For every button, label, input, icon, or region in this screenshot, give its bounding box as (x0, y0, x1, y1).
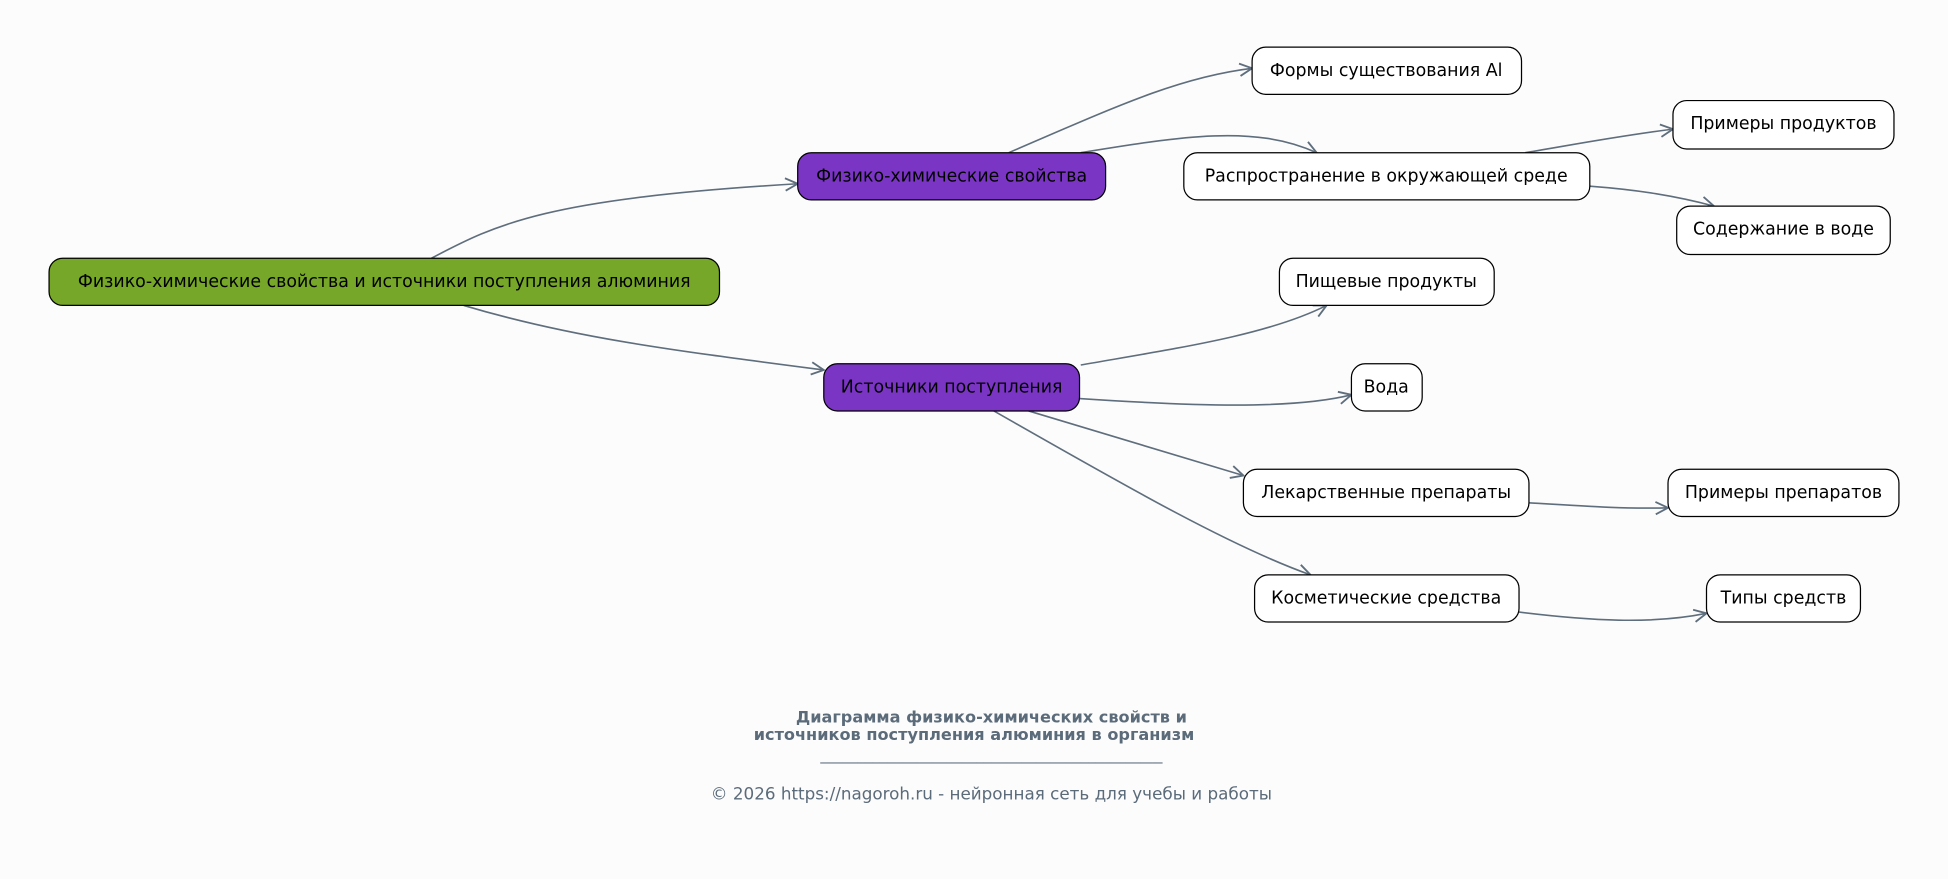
edge-root-sources (463, 304, 824, 370)
footer: Диаграмма физико-химических свойств и ис… (711, 708, 1272, 804)
node-cosmetic-types-label: Типы средств (1720, 588, 1847, 608)
node-sources[interactable]: Источники поступления (823, 363, 1081, 412)
edge-root-phys (431, 184, 797, 259)
footer-title-line1: Диаграмма физико-химических свойств и (796, 708, 1187, 727)
footer-copyright: © 2026 https://nagoroh.ru - нейронная се… (711, 784, 1272, 804)
node-water-label: Вода (1364, 377, 1409, 397)
node-root-label: Физико-химические свойства и источники п… (78, 272, 691, 292)
node-drugs-label: Лекарственные препараты (1261, 483, 1511, 503)
footer-title-line2: источников поступления алюминия в органи… (754, 725, 1195, 744)
node-forms-label: Формы существования Al (1270, 61, 1503, 81)
node-drug-examples[interactable]: Примеры препаратов (1667, 468, 1900, 518)
edge-sources-cosmetics (993, 410, 1311, 575)
edge-phys-forms (1008, 68, 1252, 154)
node-drugs[interactable]: Лекарственные препараты (1242, 468, 1530, 518)
node-product-examples[interactable]: Примеры продуктов (1672, 99, 1895, 150)
edge-sources-water (1079, 395, 1352, 406)
node-distribution-label: Распространение в окружающей среде (1205, 166, 1568, 186)
node-phys-properties[interactable]: Физико-химические свойства (797, 152, 1107, 201)
node-cosmetics[interactable]: Косметические средства (1253, 574, 1520, 623)
node-sources-label: Источники поступления (841, 377, 1063, 397)
node-drug-examples-label: Примеры препаратов (1685, 483, 1882, 503)
node-distribution[interactable]: Распространение в окружающей среде (1183, 152, 1591, 201)
node-forms[interactable]: Формы существования Al (1251, 46, 1523, 95)
node-water-content-label: Содержание в воде (1693, 220, 1874, 240)
footer-separator: ________________________________________… (819, 746, 1163, 764)
node-food-label: Пищевые продукты (1296, 272, 1477, 292)
edge-sources-food (1080, 305, 1327, 366)
node-water[interactable]: Вода (1350, 363, 1423, 412)
node-root[interactable]: Физико-химические свойства и источники п… (48, 257, 721, 307)
edge-drugs-examples (1528, 503, 1668, 508)
edge-cosmetics-types (1518, 612, 1706, 620)
node-cosmetic-types[interactable]: Типы средств (1705, 574, 1862, 623)
edge-distribution-products (1525, 129, 1673, 154)
edge-distribution-water (1589, 185, 1714, 206)
node-phys-properties-label: Физико-химические свойства (816, 166, 1087, 186)
node-cosmetics-label: Косметические средства (1271, 588, 1501, 608)
edge-sources-drugs (1028, 410, 1244, 476)
node-product-examples-label: Примеры продуктов (1690, 114, 1876, 134)
node-food[interactable]: Пищевые продукты (1278, 257, 1495, 307)
edges (431, 68, 1713, 620)
edge-phys-distribution (1080, 134, 1317, 153)
node-water-content[interactable]: Содержание в воде (1676, 205, 1891, 256)
